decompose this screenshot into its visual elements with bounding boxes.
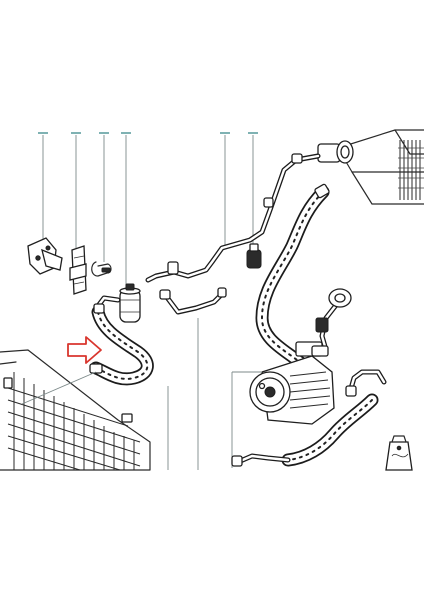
callout-bracket [38,132,48,240]
condenser [0,349,151,471]
bracket [27,237,63,275]
callout-leaders [38,132,258,285]
indicated-hose [89,295,154,386]
guide-leaders [167,318,199,470]
liquid-pipe [159,287,227,315]
evaporator-unit [317,129,424,205]
callout-pressure-switch [248,132,258,252]
pressure-pipe [145,153,321,283]
clamp-plate [69,245,87,295]
callout-dehydrator [121,132,131,285]
callout-clamp-plate [71,132,81,248]
parts-bag-icon [385,435,413,471]
callout-hose-clip [99,132,109,262]
hose-clip [91,261,112,277]
discharge-hose [231,288,387,467]
arrow-right-outline-icon [67,336,102,364]
callout-pressure-pipe [220,132,230,248]
compressor [231,341,335,468]
receiver-dehydrator [119,283,141,323]
